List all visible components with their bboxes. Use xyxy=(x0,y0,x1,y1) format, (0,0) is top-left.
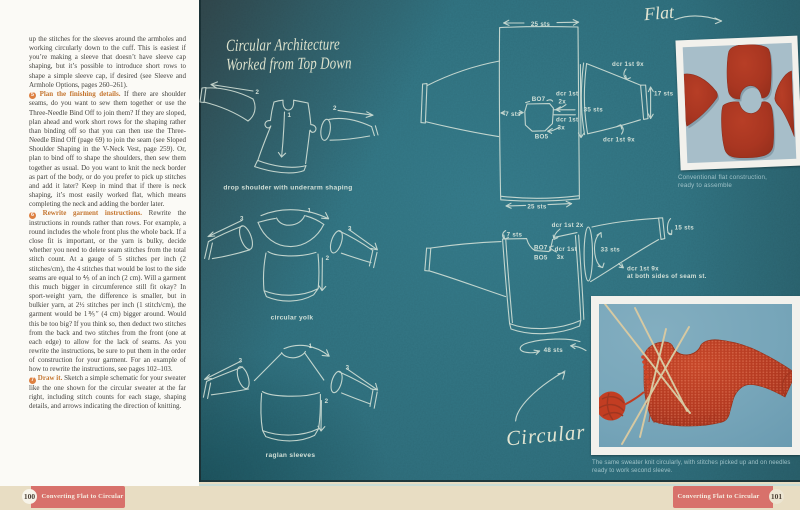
svg-text:raglan sleeves: raglan sleeves xyxy=(266,452,316,459)
svg-text:1: 1 xyxy=(309,343,313,350)
svg-text:2: 2 xyxy=(256,89,260,96)
svg-text:dcr 1st: dcr 1st xyxy=(556,117,578,124)
svg-text:1: 1 xyxy=(308,208,312,215)
svg-text:15 sts: 15 sts xyxy=(675,225,695,232)
svg-text:7 sts: 7 sts xyxy=(507,232,523,239)
svg-text:dcr 1st 9x: dcr 1st 9x xyxy=(612,61,644,68)
svg-text:dcr 1st: dcr 1st xyxy=(555,246,577,253)
svg-text:35 sts: 35 sts xyxy=(584,107,604,114)
svg-text:BO5: BO5 xyxy=(534,254,548,261)
svg-text:BO5: BO5 xyxy=(535,134,549,141)
svg-text:2: 2 xyxy=(325,398,329,405)
svg-text:3: 3 xyxy=(240,216,244,223)
svg-text:1: 1 xyxy=(288,112,292,119)
svg-text:drop shoulder with underarm sh: drop shoulder with underarm shaping xyxy=(223,185,352,192)
svg-text:2: 2 xyxy=(333,105,337,112)
svg-text:BO7: BO7 xyxy=(534,245,548,252)
svg-text:25 sts: 25 sts xyxy=(527,204,547,211)
svg-text:25 sts: 25 sts xyxy=(531,21,551,28)
svg-text:2x: 2x xyxy=(559,99,567,106)
svg-text:at both sides of seam st.: at both sides of seam st. xyxy=(627,273,707,280)
svg-text:3: 3 xyxy=(348,226,352,233)
svg-text:BO7: BO7 xyxy=(532,96,546,103)
svg-text:17 sts: 17 sts xyxy=(654,91,674,98)
svg-text:3: 3 xyxy=(239,358,243,365)
svg-text:dcr 1st 9x: dcr 1st 9x xyxy=(603,137,635,144)
svg-text:dcr 1st 9x: dcr 1st 9x xyxy=(627,265,659,272)
svg-text:3x: 3x xyxy=(558,124,566,131)
svg-text:dcr 1st 2x: dcr 1st 2x xyxy=(552,222,584,229)
svg-text:circular yolk: circular yolk xyxy=(271,315,314,322)
svg-text:48 sts: 48 sts xyxy=(544,347,564,354)
svg-text:7 sts: 7 sts xyxy=(505,111,521,118)
svg-text:3: 3 xyxy=(346,365,350,372)
svg-text:2: 2 xyxy=(326,255,330,262)
svg-text:3x: 3x xyxy=(557,254,565,261)
svg-text:33 sts: 33 sts xyxy=(601,247,621,254)
svg-text:dcr 1st: dcr 1st xyxy=(556,91,578,98)
